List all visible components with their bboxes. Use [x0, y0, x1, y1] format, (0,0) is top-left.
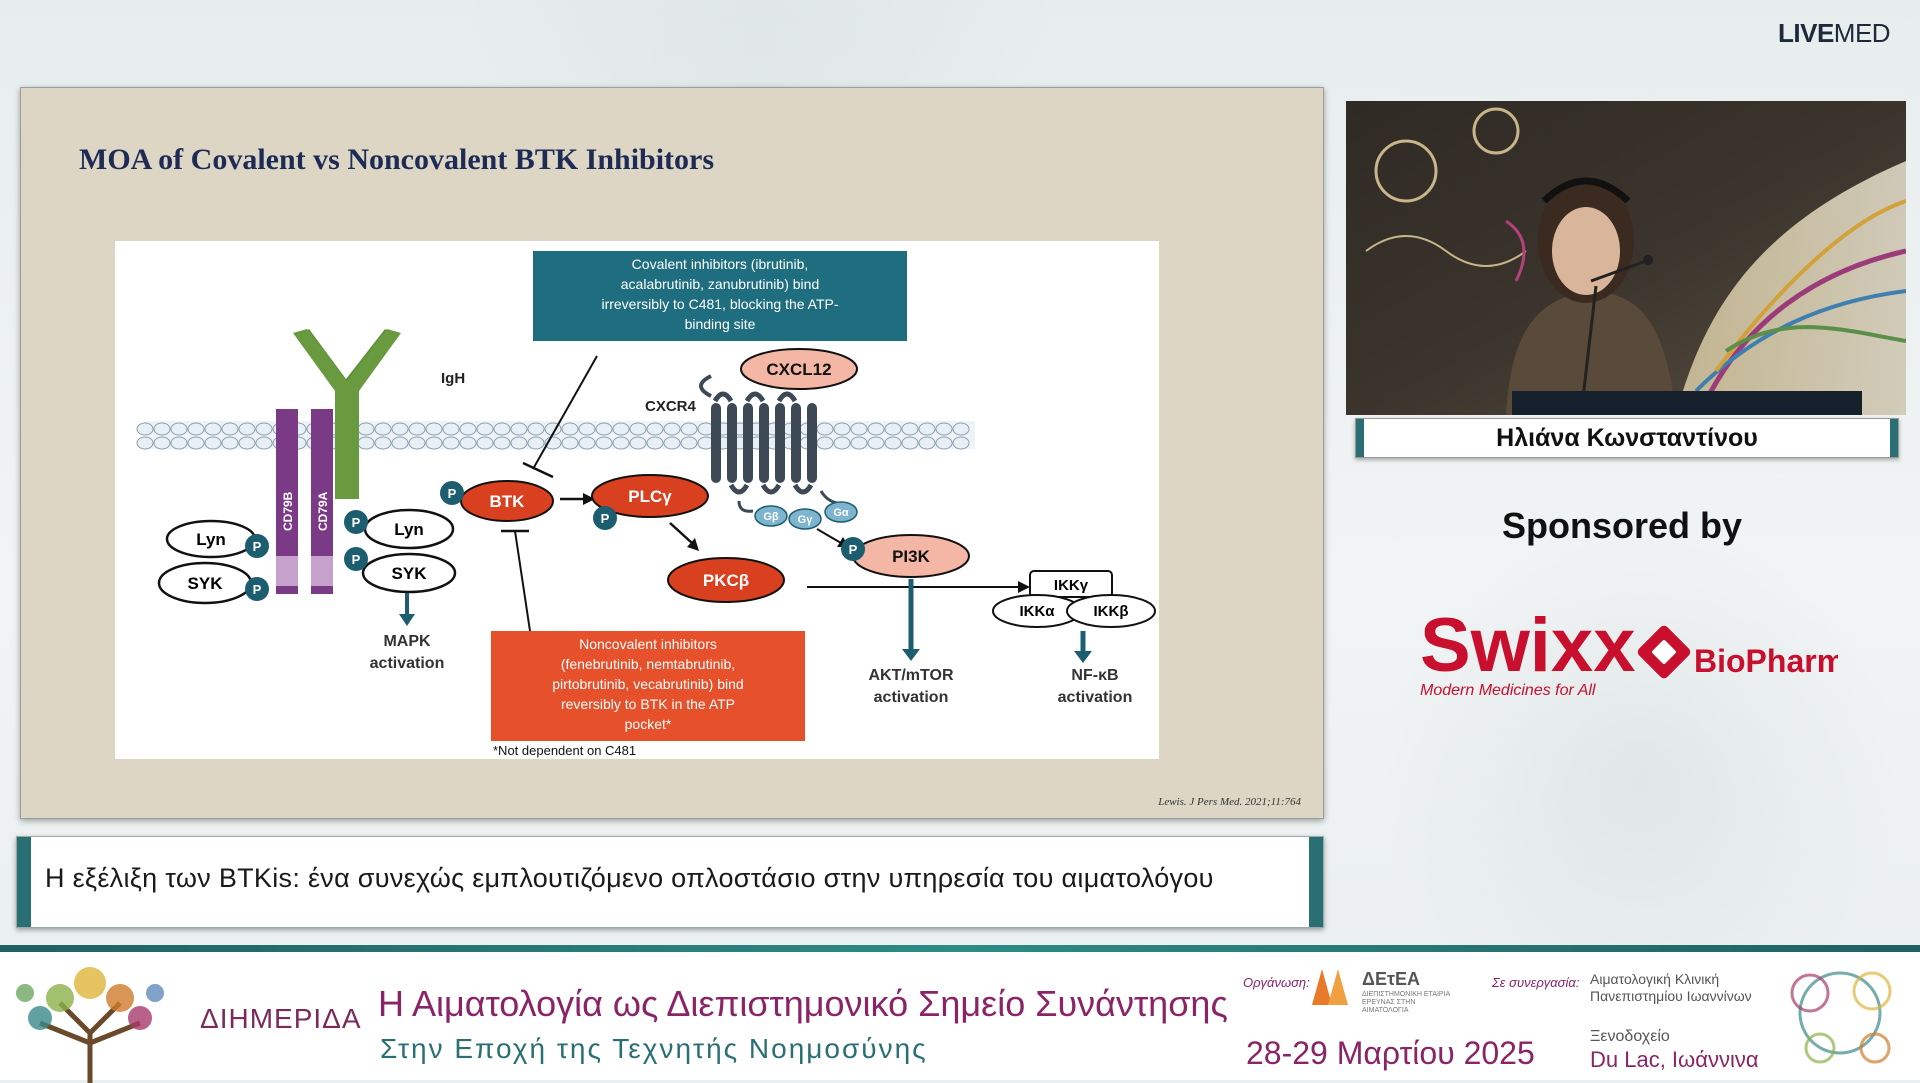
slide-title: MOA of Covalent vs Noncovalent BTK Inhib…	[79, 143, 715, 176]
ikk-complex: IKKγ IKKα IKKβ NF-κB activation	[992, 570, 1156, 706]
svg-text:reversibly to BTK in the ATP: reversibly to BTK in the ATP	[561, 696, 735, 712]
svg-text:AKT/mTOR: AKT/mTOR	[868, 667, 953, 684]
footer-stripe	[0, 945, 1920, 952]
speaker-video	[1346, 101, 1906, 415]
event-subtitle: Στην Εποχή της Τεχνητής Νοημοσύνης	[380, 1033, 928, 1064]
speaker-name: Ηλιάνα Κωνσταντίνου	[1496, 424, 1758, 452]
cd79-complex: CD79B CD79A	[276, 409, 333, 594]
svg-text:irreversibly to C481, blocking: irreversibly to C481, blocking the ATP-	[601, 296, 838, 312]
svg-text:pirtobrutinib, vecabrutinib) b: pirtobrutinib, vecabrutinib) bind	[552, 676, 743, 692]
pkcb-node: PKCβ	[667, 557, 1030, 603]
sponsored-by-heading: Sponsored by	[1502, 505, 1743, 546]
covalent-inhibitors-box: Covalent inhibitors (ibrutinib, acalabru…	[522, 251, 907, 479]
lyn-left-label: Lyn	[196, 530, 226, 549]
svg-text:P: P	[352, 552, 361, 567]
tree-logo-left	[16, 967, 164, 1083]
lyn-syk-right: Lyn SYK P P MAPK activation	[344, 508, 457, 672]
speaker-name-bar: Ηλιάνα Κωνσταντίνου	[1355, 418, 1899, 458]
svg-text:P: P	[849, 542, 858, 557]
svg-text:IKKγ: IKKγ	[1054, 577, 1089, 594]
cxcr4-receptor: CXCR4 CXCL12 Gβ Gγ Gα	[645, 348, 858, 547]
svg-text:Gγ: Gγ	[798, 514, 814, 526]
svg-text:PI3K: PI3K	[892, 547, 931, 566]
svg-text:activation: activation	[1058, 689, 1133, 706]
pi3k-node: PI3K P AKT/mTOR activation	[841, 534, 970, 706]
svg-text:(fenebrutinib, nemtabrutinib,: (fenebrutinib, nemtabrutinib,	[561, 656, 735, 672]
btk-node: BTK P	[440, 480, 595, 632]
talk-title-bar: Η εξέλιξη των BTKis: ένα συνεχώς εμπλουτ…	[16, 836, 1324, 928]
organizer-label: Οργάνωση:	[1243, 975, 1310, 990]
svg-text:Covalent inhibitors (ibrutinib: Covalent inhibitors (ibrutinib,	[632, 256, 809, 272]
event-title: Η Αιματολογία ως Διεπιστημονικό Σημείο Σ…	[378, 983, 1228, 1024]
slide-citation: Lewis. J Pers Med. 2021;11:764	[1158, 796, 1301, 808]
svg-text:P: P	[253, 582, 262, 597]
svg-text:binding site: binding site	[685, 316, 756, 332]
svg-text:NF-κB: NF-κB	[1071, 667, 1118, 684]
livemed-logo: LIVEMED	[1778, 18, 1891, 48]
swixx-biopharma-logo: Swixx BioPharma	[1418, 603, 1863, 688]
footnote: *Not dependent on C481	[493, 743, 636, 758]
sponsor-tagline: Modern Medicines for All	[1420, 682, 1596, 699]
svg-text:IKKα: IKKα	[1019, 603, 1055, 620]
detea-logo-icon	[1312, 969, 1348, 1005]
tree-logo-right	[1790, 971, 1892, 1064]
collaboration-label: Σε συνεργασία:	[1492, 975, 1580, 990]
svg-text:Lyn: Lyn	[394, 520, 424, 539]
svg-text:CXCR4: CXCR4	[645, 398, 697, 415]
cell-membrane	[136, 421, 975, 450]
svg-text:acalabrutinib, zanubrutinib) b: acalabrutinib, zanubrutinib) bind	[621, 276, 819, 292]
svg-text:Gβ: Gβ	[763, 511, 779, 523]
svg-text:pocket*: pocket*	[625, 716, 672, 732]
event-type: ΔΙΗΜΕΡΙΔΑ	[200, 1003, 362, 1034]
syk-left-label: SYK	[188, 574, 224, 593]
organizer-subtitle: ΔΙΕΠΙΣΤΗΜΟΝΙΚΗ ΕΤΑΙΡΙΑ ΕΡΕΥΝΑΣ ΣΤΗΝ ΑΙΜΑ…	[1362, 991, 1450, 1014]
svg-text:P: P	[448, 486, 457, 501]
talk-title: Η εξέλιξη των BTKis: ένα συνεχώς εμπλουτ…	[45, 863, 1214, 893]
venue-label: Ξενοδοχείο	[1590, 1028, 1670, 1045]
cd79a-label: CD79A	[316, 491, 330, 531]
plcg-node: PLCγ P	[591, 474, 709, 551]
svg-text:BioPharma: BioPharma	[1694, 643, 1838, 679]
event-footer-banner: ΔΙΗΜΕΡΙΔΑ Η Αιματολογία ως Διεπιστημονικ…	[0, 945, 1920, 1083]
igh-receptor: IgH	[293, 329, 465, 499]
svg-text:P: P	[352, 515, 361, 530]
event-date: 28-29 Μαρτίου 2025	[1246, 1035, 1535, 1071]
collaboration-name: Αιματολογική Κλινική Πανεπιστημίου Ιωανν…	[1590, 971, 1752, 1004]
svg-text:P: P	[253, 539, 262, 554]
lyn-syk-left: Lyn SYK P P	[157, 519, 269, 605]
igh-label: IgH	[441, 370, 465, 387]
cd79b-label: CD79B	[281, 491, 295, 531]
svg-text:activation: activation	[370, 655, 445, 672]
organizer-name: ΔΕτΕΑ	[1362, 969, 1420, 989]
noncovalent-inhibitors-box: Noncovalent inhibitors (fenebrutinib, ne…	[491, 631, 805, 758]
venue-name: Du Lac, Ιωάννινα	[1590, 1047, 1759, 1072]
svg-text:Swixx: Swixx	[1420, 603, 1635, 683]
btk-label: BTK	[490, 492, 526, 511]
svg-text:PKCβ: PKCβ	[703, 571, 749, 590]
svg-text:IKKβ: IKKβ	[1094, 603, 1129, 620]
svg-text:Gα: Gα	[833, 507, 849, 519]
svg-text:Noncovalent inhibitors: Noncovalent inhibitors	[579, 636, 717, 652]
mapk-label: MAPK	[383, 633, 431, 650]
svg-text:CXCL12: CXCL12	[766, 360, 831, 379]
btk-pathway-figure: IgH CD79B CD79A Lyn SYK P P	[115, 241, 1159, 759]
svg-text:activation: activation	[874, 689, 949, 706]
presentation-slide: MOA of Covalent vs Noncovalent BTK Inhib…	[20, 87, 1324, 819]
svg-text:P: P	[601, 511, 610, 526]
svg-text:SYK: SYK	[392, 564, 428, 583]
svg-text:PLCγ: PLCγ	[628, 487, 672, 506]
